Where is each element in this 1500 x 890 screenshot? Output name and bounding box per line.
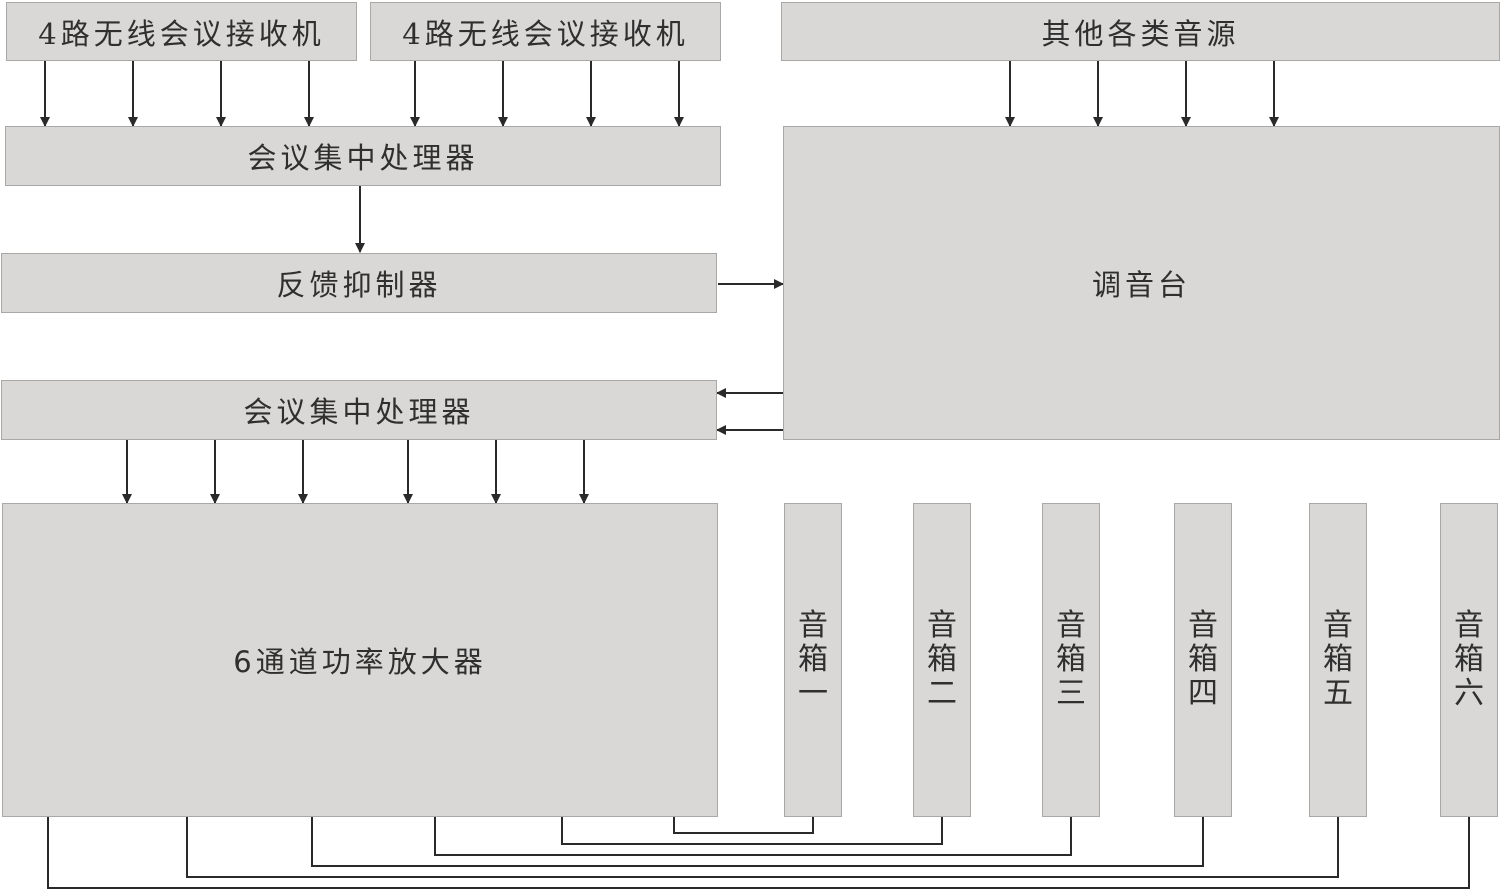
feedback-suppressor-box: 反馈抑制器 <box>1 253 717 313</box>
processor-top-box: 会议集中处理器 <box>5 126 721 186</box>
speaker-wire-5 <box>186 817 1339 878</box>
feedback-suppressor-label: 反馈抑制器 <box>276 268 442 302</box>
receiver-box-left: 4路无线会议接收机 <box>6 2 357 61</box>
speaker-label-3: 音箱三 <box>1056 608 1086 711</box>
mixer-box: 调音台 <box>783 126 1500 440</box>
speaker-label-5: 音箱五 <box>1323 608 1353 711</box>
speaker-wire-2 <box>561 817 943 845</box>
speaker-box-6: 音箱六 <box>1440 503 1498 817</box>
speaker-label-1: 音箱一 <box>798 608 828 711</box>
speaker-box-3: 音箱三 <box>1042 503 1100 817</box>
speaker-label-6: 音箱六 <box>1454 608 1484 711</box>
speaker-box-4: 音箱四 <box>1174 503 1232 817</box>
receiver-label-right: 4路无线会议接收机 <box>402 16 689 51</box>
speaker-box-2: 音箱二 <box>913 503 971 817</box>
amplifier-box: 6通道功率放大器 <box>2 503 718 817</box>
other-sources-label: 其他各类音源 <box>1041 16 1240 51</box>
speaker-box-5: 音箱五 <box>1309 503 1367 817</box>
amplifier-label: 6通道功率放大器 <box>233 645 487 679</box>
receiver-label-left: 4路无线会议接收机 <box>38 16 325 51</box>
speaker-wire-1 <box>673 817 814 834</box>
receiver-box-right: 4路无线会议接收机 <box>370 2 721 61</box>
processor-top-label: 会议集中处理器 <box>247 141 479 175</box>
speaker-wire-6 <box>47 817 1470 889</box>
speaker-wire-4 <box>311 817 1204 867</box>
speaker-box-1: 音箱一 <box>784 503 842 817</box>
speaker-wire-3 <box>434 817 1072 856</box>
processor-bottom-label: 会议集中处理器 <box>243 395 475 429</box>
speaker-label-2: 音箱二 <box>927 608 957 711</box>
processor-bottom-box: 会议集中处理器 <box>1 380 717 440</box>
mixer-label: 调音台 <box>1091 268 1191 302</box>
speaker-label-4: 音箱四 <box>1188 608 1218 711</box>
other-sources-box: 其他各类音源 <box>781 2 1500 61</box>
